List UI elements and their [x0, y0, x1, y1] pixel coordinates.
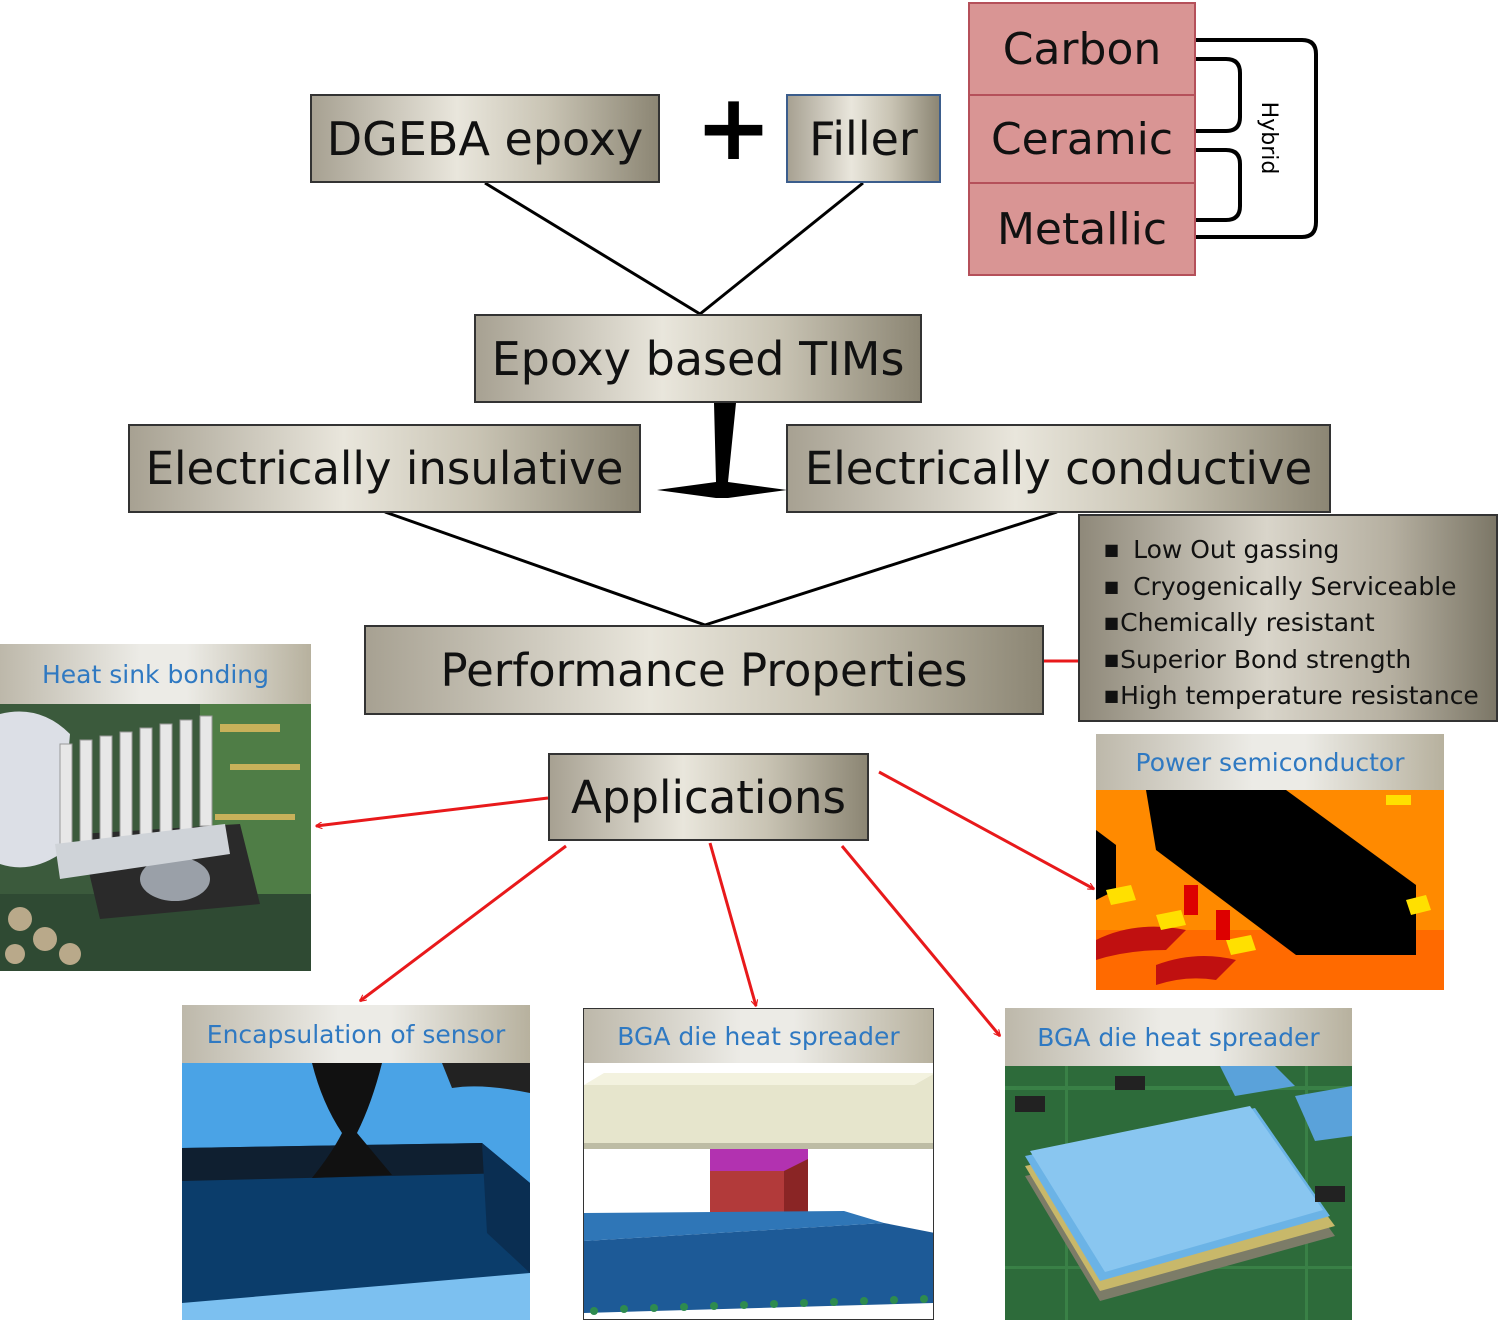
- performance-label: Performance Properties: [440, 643, 968, 697]
- carbon-ceramic-bracket: [1190, 57, 1242, 133]
- bga-heat-spreader-illustration: [1005, 1066, 1352, 1320]
- bga-diagram-caption: BGA die heat spreader: [584, 1009, 933, 1063]
- heat-sink-illustration: [0, 704, 311, 971]
- conductive-box: Electrically conductive: [786, 424, 1331, 513]
- arrow-to-heat-sink: [316, 796, 549, 826]
- encapsulation-illustration: [182, 1063, 530, 1320]
- conductive-label: Electrically conductive: [804, 442, 1313, 495]
- insulative-to-performance-line: [384, 510, 706, 627]
- power-semiconductor-panel: Power semiconductor: [1096, 734, 1444, 990]
- ceramic-metallic-bracket: [1190, 148, 1242, 222]
- filler-type-metallic: Metallic: [968, 182, 1196, 276]
- arrow-to-bga-diagram: [708, 842, 756, 1006]
- epoxy-tims-label: Epoxy based TIMs: [491, 331, 905, 386]
- insulative-box: Electrically insulative: [128, 424, 641, 513]
- applications-label: Applications: [571, 770, 846, 824]
- encapsulation-caption: Encapsulation of sensor: [182, 1005, 530, 1063]
- property-item: ■ Cryogenically Serviceable: [1104, 571, 1457, 601]
- square-bullet-icon: ■: [1104, 540, 1120, 559]
- property-item: ■Superior Bond strength: [1104, 644, 1412, 674]
- hybrid-outer-bracket: [1190, 38, 1318, 239]
- resin-to-tims-line: [484, 181, 701, 316]
- power-semiconductor-illustration: [1096, 790, 1444, 990]
- square-bullet-icon: ■: [1104, 613, 1120, 632]
- arrow-to-encapsulation: [360, 844, 567, 1003]
- power-semiconductor-caption: Power semiconductor: [1096, 734, 1444, 790]
- filler-box: Filler: [786, 94, 941, 183]
- resin-label: DGEBA epoxy: [326, 111, 644, 166]
- bga-photo-panel: BGA die heat spreader: [1005, 1008, 1352, 1320]
- split-connector: [657, 403, 787, 498]
- filler-label: Filler: [809, 111, 918, 166]
- heat-sink-bonding-caption: Heat sink bonding: [0, 644, 311, 704]
- filler-to-tims-line: [699, 181, 864, 316]
- applications-box: Applications: [548, 753, 869, 841]
- performance-properties-list: ■ Low Out gassing ■ Cryogenically Servic…: [1078, 514, 1498, 722]
- resin-box: DGEBA epoxy: [310, 94, 660, 183]
- property-item: ■ Low Out gassing: [1104, 535, 1340, 564]
- square-bullet-icon: ■: [1104, 649, 1120, 669]
- filler-type-ceramic: Ceramic: [968, 94, 1196, 184]
- epoxy-tims-box: Epoxy based TIMs: [474, 314, 922, 403]
- arrow-to-power-semiconductor: [878, 770, 1094, 891]
- square-bullet-icon: ■: [1104, 576, 1120, 596]
- bga-photo-caption: BGA die heat spreader: [1005, 1008, 1352, 1066]
- conductive-to-performance-line: [704, 510, 1058, 627]
- heat-sink-bonding-panel: Heat sink bonding: [0, 644, 311, 971]
- performance-box: Performance Properties: [364, 625, 1044, 715]
- filler-type-carbon: Carbon: [968, 2, 1196, 96]
- plus-sign: +: [695, 74, 773, 181]
- bga-diagram-panel: BGA die heat spreader: [583, 1008, 934, 1320]
- property-item: ■Chemically resistant: [1104, 608, 1375, 637]
- property-item: ■High temperature resistance: [1104, 681, 1479, 710]
- square-bullet-icon: ■: [1104, 686, 1120, 705]
- encapsulation-panel: Encapsulation of sensor: [182, 1005, 530, 1320]
- insulative-label: Electrically insulative: [145, 442, 624, 495]
- hybrid-label: Hybrid: [1256, 102, 1281, 175]
- arrow-to-bga-photo: [840, 845, 1000, 1036]
- bga-die-illustration: [584, 1063, 933, 1319]
